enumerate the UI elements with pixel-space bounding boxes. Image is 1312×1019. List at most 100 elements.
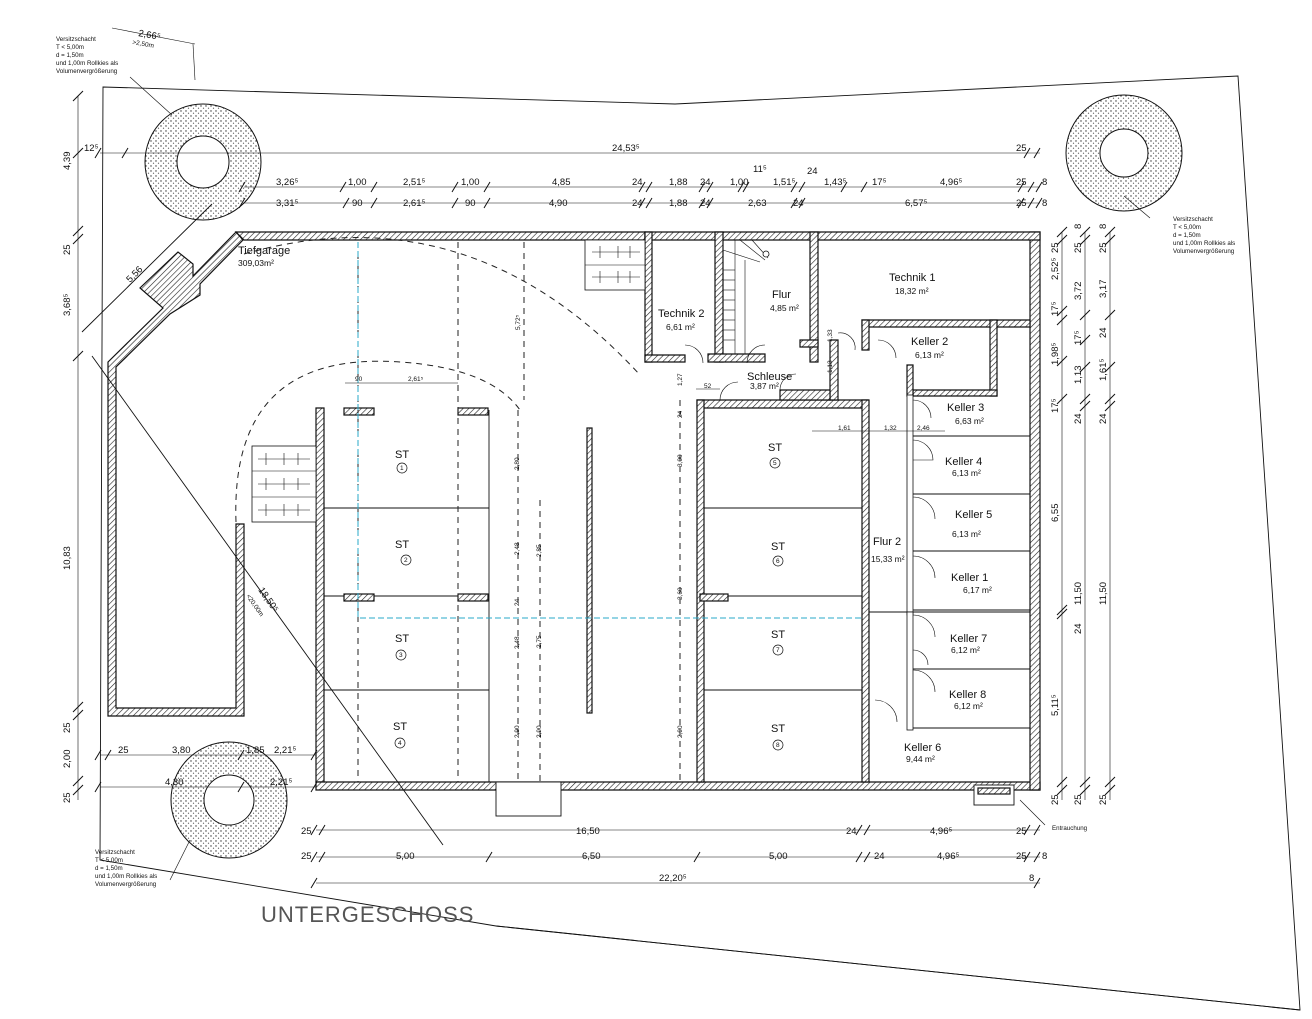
svg-text:d = 1,50m: d = 1,50m — [95, 865, 123, 872]
turning-curve-outer — [243, 237, 641, 376]
svg-text:T < 5,00m: T < 5,00m — [56, 44, 84, 51]
svg-text:17⁵: 17⁵ — [1050, 301, 1061, 316]
svg-text:25: 25 — [1016, 177, 1027, 188]
svg-text:25: 25 — [1050, 242, 1061, 253]
svg-text:T < 5,00m: T < 5,00m — [1173, 224, 1201, 231]
title-underline — [495, 925, 1301, 1011]
parking-number: 4 — [398, 740, 402, 747]
svg-text:25: 25 — [1073, 242, 1084, 253]
svg-text:25: 25 — [1016, 143, 1027, 154]
svg-text:3,72: 3,72 — [1073, 282, 1084, 301]
svg-text:1,43⁵: 1,43⁵ — [824, 177, 846, 188]
svg-text:24: 24 — [1073, 623, 1084, 634]
room-keller5-area: 6,13 m² — [952, 529, 981, 539]
svg-text:3,60: 3,60 — [677, 587, 684, 600]
svg-text:2,61⁵: 2,61⁵ — [408, 376, 424, 383]
svg-text:6,55: 6,55 — [1050, 504, 1061, 523]
parking-number: 6 — [776, 558, 780, 565]
svg-text:25: 25 — [1050, 794, 1061, 805]
svg-text:25: 25 — [1016, 851, 1027, 862]
note-seepage-bottom-left: Versitzschacht T < 5,00m d = 1,50m und 1… — [95, 849, 157, 888]
svg-text:90: 90 — [355, 376, 363, 383]
schleuse-wall-stub — [779, 389, 831, 401]
svg-text:und 1,00m Rollkies als: und 1,00m Rollkies als — [56, 60, 118, 67]
dimension-ticks — [72, 90, 1116, 889]
svg-text:d = 1,50m: d = 1,50m — [56, 52, 84, 59]
dimension-text: 2,66⁵ >2,50m 12⁵ 24,53⁵ 25 3,26⁵ 1,00 2,… — [62, 28, 1109, 884]
parking-st-label: ST — [771, 629, 785, 641]
svg-text:25: 25 — [62, 792, 73, 803]
svg-text:24,53⁵: 24,53⁵ — [612, 143, 640, 154]
svg-text:2,80: 2,80 — [514, 457, 521, 470]
room-technik1-name: Technik 1 — [889, 272, 935, 284]
svg-text:1,33: 1,33 — [827, 329, 834, 342]
svg-text:2,75: 2,75 — [536, 635, 543, 648]
svg-text:25: 25 — [62, 244, 73, 255]
room-keller4-name: Keller 4 — [945, 456, 982, 468]
parking-st-label: ST — [393, 721, 407, 733]
room-flur2-name: Flur 2 — [873, 536, 901, 548]
parking-st-label: ST — [395, 539, 409, 551]
svg-text:2,51⁵: 2,51⁵ — [403, 177, 425, 188]
room-keller3-area: 6,63 m² — [955, 416, 984, 426]
flur-stub-wall — [799, 339, 819, 348]
seepage-shaft-top-left — [144, 103, 262, 221]
svg-text:4,85: 4,85 — [552, 177, 571, 188]
room-schleuse-area: 3,87 m² — [750, 381, 779, 391]
svg-text:8: 8 — [1073, 224, 1084, 229]
svg-text:2,21⁵: 2,21⁵ — [274, 745, 296, 756]
room-keller8-name: Keller 8 — [949, 689, 986, 701]
svg-text:24: 24 — [874, 851, 885, 862]
svg-text:4,30: 4,30 — [165, 777, 184, 788]
svg-text:24: 24 — [1098, 327, 1109, 338]
svg-text:12⁵: 12⁵ — [84, 143, 99, 154]
svg-text:1,27: 1,27 — [677, 373, 684, 386]
svg-text:Versitzschacht: Versitzschacht — [56, 36, 96, 43]
parking-number: 8 — [776, 742, 780, 749]
drawing-title: UNTERGESCHOSS — [261, 902, 474, 927]
entrance-box — [495, 781, 562, 817]
parking-labels: ST 1 ST 2 ST 3 ST 4 ST 5 ST 6 ST 7 ST 8 — [393, 442, 785, 751]
parking-st-label: ST — [395, 633, 409, 645]
parking-number: 3 — [399, 652, 403, 659]
svg-text:8: 8 — [1042, 198, 1047, 209]
svg-text:2,63: 2,63 — [748, 198, 767, 209]
svg-text:17⁵: 17⁵ — [872, 177, 887, 188]
note-seepage-right: Versitzschacht T < 5,00m d = 1,50m und 1… — [1173, 216, 1235, 255]
svg-text:4,96⁵: 4,96⁵ — [930, 826, 952, 837]
svg-text:25: 25 — [1073, 794, 1084, 805]
turning-curve-inner — [235, 360, 521, 523]
room-technik2-area: 6,61 m² — [666, 322, 695, 332]
svg-text:2,90: 2,90 — [514, 725, 521, 738]
svg-text:24: 24 — [846, 826, 857, 837]
keller2-west-wall — [861, 319, 870, 351]
svg-text:3,68⁵: 3,68⁵ — [62, 294, 73, 316]
technik2-west-wall — [644, 231, 653, 363]
room-technik2-name: Technik 2 — [658, 308, 704, 320]
room-keller8-area: 6,12 m² — [954, 701, 983, 711]
keller2-east-wall — [989, 319, 998, 397]
svg-text:Volumenvergrößerung: Volumenvergrößerung — [1173, 248, 1235, 255]
keller2-north-wall — [861, 319, 1031, 328]
keller-partitions — [869, 394, 1030, 731]
svg-text:3,26⁵: 3,26⁵ — [276, 177, 298, 188]
svg-text:8: 8 — [1098, 224, 1109, 229]
svg-text:17⁵: 17⁵ — [1073, 330, 1084, 345]
east-wall — [1029, 231, 1041, 791]
svg-text:22,20⁵: 22,20⁵ — [659, 873, 687, 884]
door-swings — [684, 332, 936, 723]
stair-south-wall — [707, 353, 766, 363]
svg-text:Volumenvergrößerung: Volumenvergrößerung — [95, 881, 157, 888]
svg-text:6,50: 6,50 — [582, 851, 601, 862]
parking-number: 2 — [404, 557, 408, 564]
svg-text:25: 25 — [1016, 826, 1027, 837]
keller2-door-wall — [906, 364, 914, 397]
north-wall-east — [644, 231, 1041, 241]
parking-st-label: ST — [771, 723, 785, 735]
svg-text:5,56: 5,56 — [124, 264, 145, 285]
svg-text:2,90: 2,90 — [536, 725, 543, 738]
svg-text:1,61⁵: 1,61⁵ — [1098, 359, 1109, 381]
garage-west-wall — [315, 407, 325, 783]
svg-text:1,00: 1,00 — [461, 177, 480, 188]
svg-text:8: 8 — [1042, 851, 1047, 862]
